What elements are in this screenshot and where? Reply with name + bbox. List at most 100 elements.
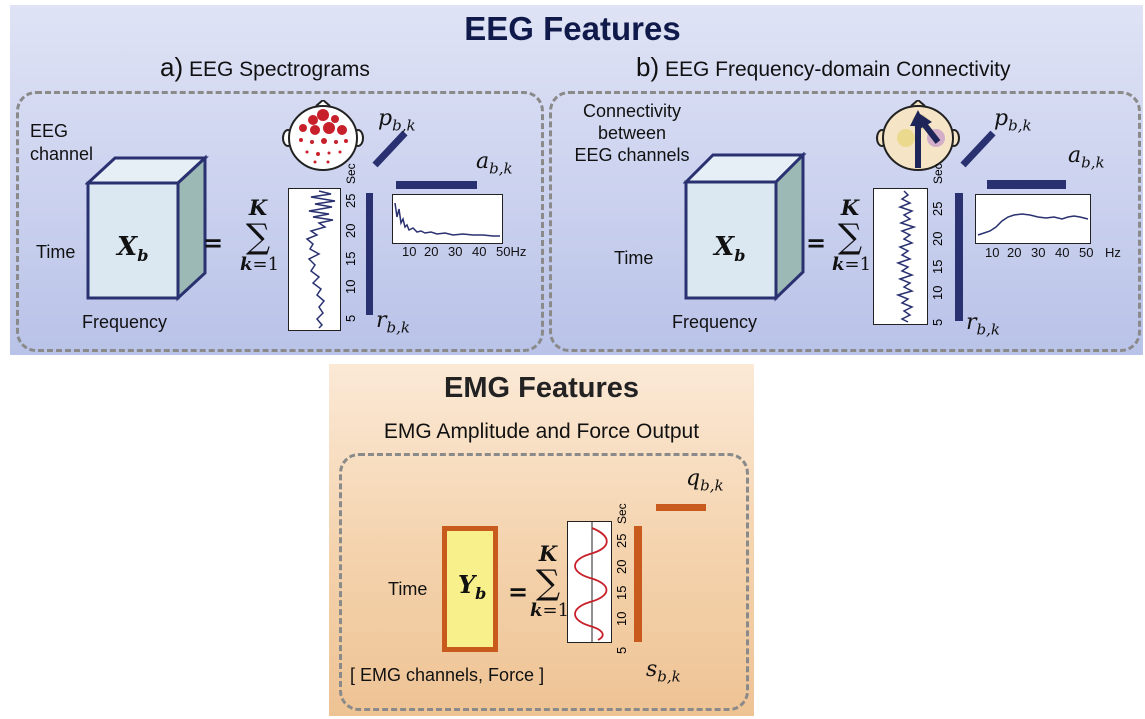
panel-b-letter: b) (636, 52, 660, 82)
panel-a-side-top: EEG (30, 121, 69, 141)
panel-a-a-bar (396, 181, 477, 189)
panel-a-temporal-trace (305, 190, 336, 329)
panel-a-time-label: Time (36, 242, 76, 262)
panel-a-r-label: rb,k (376, 308, 410, 337)
panel-a-frequency-label: Frequency (82, 312, 168, 332)
panel-b-box (549, 91, 1141, 352)
time-tick: 10 (614, 612, 629, 626)
cube-side-face (774, 152, 805, 302)
panel-b-side-label: Connectivity between EEG channels (567, 100, 697, 166)
panel-a-r-bar (366, 193, 373, 315)
panel-a-side-bottom: channel (30, 144, 94, 164)
panel-b-a-label: ab,k (1068, 143, 1105, 172)
panel-a-matrix-x: Xb (117, 232, 149, 266)
emg-channels-note: [ EMG channels, Force ] (350, 665, 545, 685)
time-unit-label: Sec (931, 163, 945, 184)
panel-b-side-line: between (597, 123, 667, 143)
panel-a-side-label: EEG channel (30, 120, 93, 166)
freq-unit: 50Hz (496, 244, 527, 259)
emg-temporal-trace (574, 522, 608, 642)
freq-tick: 10 (402, 244, 417, 259)
cube-front-face (684, 180, 778, 300)
panel-a-summation: K ∑ k=1 (240, 195, 280, 275)
panel-b-p-label: pb,k (994, 106, 1032, 135)
panel-a-p-bar (372, 130, 408, 168)
emg-summation: K ∑ k=1 (530, 541, 570, 621)
emg-features-title: EMG Features (444, 372, 639, 404)
emg-s-label: sb,k (646, 657, 681, 686)
time-tick: 15 (614, 586, 629, 600)
panel-b-temporal-trace (895, 190, 917, 323)
panel-a-spectral-trace (394, 202, 500, 237)
panel-b-spectral-plot (975, 194, 1091, 244)
panel-a-time-axis: Sec 25 20 15 10 5 (343, 163, 358, 322)
panel-a-heading: a) EEG Spectrograms (160, 52, 370, 83)
emg-time-axis: Sec 25 20 15 10 5 (614, 503, 629, 654)
freq-tick: 40 (472, 244, 487, 259)
freq-tick: 20 (1007, 245, 1022, 260)
time-tick: 5 (930, 319, 945, 326)
eeg-features-title: EEG Features (464, 10, 681, 47)
freq-tick: 40 (1055, 245, 1070, 260)
freq-tick: 20 (424, 244, 439, 259)
emg-q-label: qb,k (686, 466, 724, 495)
time-tick: 25 (930, 202, 945, 216)
panel-a-a-label: ab,k (476, 149, 513, 178)
panel-b-frequency-label: Frequency (672, 312, 758, 332)
time-unit-label: Sec (615, 503, 629, 524)
time-tick: 10 (930, 286, 945, 300)
time-tick: 20 (930, 232, 945, 246)
emg-equals: = (508, 577, 529, 606)
panel-a-head-topoplot (282, 100, 364, 171)
freq-tick: 50 (1079, 245, 1094, 260)
panel-a-letter: a) (160, 52, 184, 82)
panel-b-tensor-cube (683, 152, 807, 302)
emg-subtitle: EMG Amplitude and Force Output (383, 420, 700, 443)
freq-tick: 30 (1031, 245, 1046, 260)
time-tick: 25 (614, 534, 629, 548)
panel-a-p-label: pb,k (378, 106, 416, 135)
panel-a-box (16, 91, 544, 352)
time-tick: 15 (343, 252, 358, 266)
emg-temporal-plot (567, 521, 612, 643)
panel-b-side-line: Connectivity (582, 101, 682, 121)
panel-b-time-label: Time (614, 248, 654, 268)
time-tick: 5 (343, 315, 358, 322)
panel-a-spectral-plot (392, 194, 503, 244)
emg-matrix-y-box (442, 526, 498, 652)
panel-b-spectral-trace (977, 213, 1089, 236)
time-unit-label: Sec (344, 163, 358, 184)
emg-box (339, 453, 749, 711)
panel-b-head-connectivity (876, 100, 960, 171)
panel-b-time-axis: Sec 25 20 15 10 5 (930, 163, 945, 326)
freq-tick: 10 (985, 245, 1000, 260)
panel-a-tensor-cube (85, 155, 209, 302)
panel-b-temporal-plot (873, 188, 928, 325)
panel-a-temporal-plot (288, 188, 341, 331)
panel-b-r-bar (955, 193, 963, 321)
panel-b-p-bar (960, 130, 996, 168)
freq-tick: 30 (448, 244, 463, 259)
panel-b-label: EEG Frequency-domain Connectivity (664, 58, 1011, 81)
emg-features-panel (329, 364, 754, 716)
time-tick: 5 (614, 647, 629, 654)
freq-unit: Hz (1105, 245, 1121, 260)
time-tick: 25 (343, 194, 358, 208)
panel-b-r-label: rb,k (966, 310, 1000, 339)
emg-matrix-y: Yb (458, 570, 487, 603)
emg-time-label: Time (388, 579, 428, 599)
time-tick: 20 (614, 560, 629, 574)
panel-b-matrix-x: Xb (714, 232, 746, 266)
time-tick: 10 (343, 280, 358, 294)
panel-a-label: EEG Spectrograms (188, 58, 370, 81)
panel-a-equals: = (203, 228, 224, 257)
cube-front-face (86, 181, 180, 300)
cube-side-face (176, 155, 207, 302)
panel-b-equals: = (806, 228, 827, 257)
time-tick: 20 (343, 224, 358, 238)
emg-q-bar (656, 504, 706, 511)
panel-b-heading: b) EEG Frequency-domain Connectivity (636, 52, 1010, 83)
panel-b-summation: K ∑ k=1 (832, 195, 872, 275)
time-tick: 15 (930, 260, 945, 274)
panel-b-side-line: EEG channels (574, 145, 690, 165)
